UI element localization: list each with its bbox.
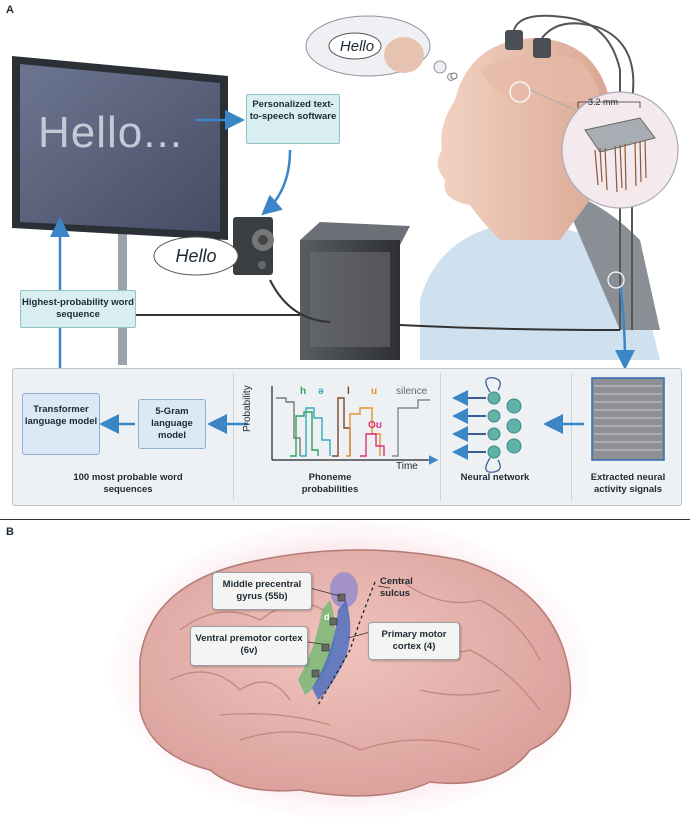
neural-signals-raster xyxy=(591,377,665,461)
array-markers xyxy=(311,593,346,678)
panel-divider xyxy=(0,519,690,520)
label-ventral-premotor: Ventral premotor cortex (6v) xyxy=(190,626,308,666)
label-middle-precentral: Middle precentral gyrus (55b) xyxy=(212,572,312,610)
panel-b-letter: B xyxy=(6,526,14,538)
phoneme-traces xyxy=(276,397,430,457)
network-caption: Neural network xyxy=(460,472,530,483)
computer-cable xyxy=(399,324,621,331)
monitor-text: Hello... xyxy=(38,108,183,157)
marker-d: d xyxy=(324,612,330,622)
region-55b xyxy=(330,572,358,608)
pipeline-graphics xyxy=(99,377,665,473)
brain xyxy=(139,549,572,797)
separator-2 xyxy=(440,373,441,500)
phoneme-axes xyxy=(271,386,439,465)
leader-lines xyxy=(307,585,391,645)
phoneme-schwa: ə xyxy=(318,386,324,397)
tts-box: Personalized text-to-speech software xyxy=(246,94,340,144)
decoding-pipeline xyxy=(12,368,682,506)
region-4 xyxy=(312,600,351,700)
panel-a-illustration xyxy=(12,14,679,388)
panel-a-letter: A xyxy=(6,4,14,16)
word-sequence-box: Highest-probability word sequence xyxy=(20,290,136,328)
speaker-bubble-text: Hello xyxy=(175,246,217,266)
phoneme-l: l xyxy=(347,386,350,397)
phoneme-u: u xyxy=(371,386,378,397)
ngram-model-box: 5-Gram language model xyxy=(138,399,206,449)
thought-bubble xyxy=(305,15,455,81)
phoneme-ylabel: Probability xyxy=(242,385,253,432)
scale-label: 3.2 mm xyxy=(588,97,619,107)
electrode-connectors xyxy=(505,14,635,330)
thought-bubble-text: Hello xyxy=(339,38,375,55)
speaker-cable xyxy=(269,279,331,323)
electrode-array-magnifier xyxy=(529,89,679,209)
label-central-sulcus: Central sulcus xyxy=(380,576,413,599)
region-6v xyxy=(298,600,335,695)
phoneme-h: h xyxy=(300,386,307,397)
arrow-tts-to-speaker xyxy=(261,149,292,216)
separator-3 xyxy=(571,373,572,500)
phoneme-xlabel: Time xyxy=(396,461,418,472)
central-sulcus-line xyxy=(317,581,376,706)
monitor xyxy=(12,56,228,240)
phoneme-silence: silence xyxy=(396,386,428,397)
raster-lines xyxy=(594,385,662,451)
brain-illustration xyxy=(110,520,590,819)
sequences-caption: 100 most probable word sequences xyxy=(73,472,183,495)
separator-1 xyxy=(233,373,234,500)
network-outputs xyxy=(452,390,486,460)
speaker xyxy=(153,217,274,276)
neural-network-graphic xyxy=(487,391,522,459)
phoneme-ou: Oʊ xyxy=(368,420,382,431)
label-primary-motor: Primary motor cortex (4) xyxy=(368,622,460,660)
arrow-to-signals xyxy=(614,284,635,370)
phoneme-caption: Phoneme probabilities xyxy=(301,472,359,495)
computer xyxy=(300,222,410,360)
signals-caption: Extracted neural activity signals xyxy=(590,472,666,495)
